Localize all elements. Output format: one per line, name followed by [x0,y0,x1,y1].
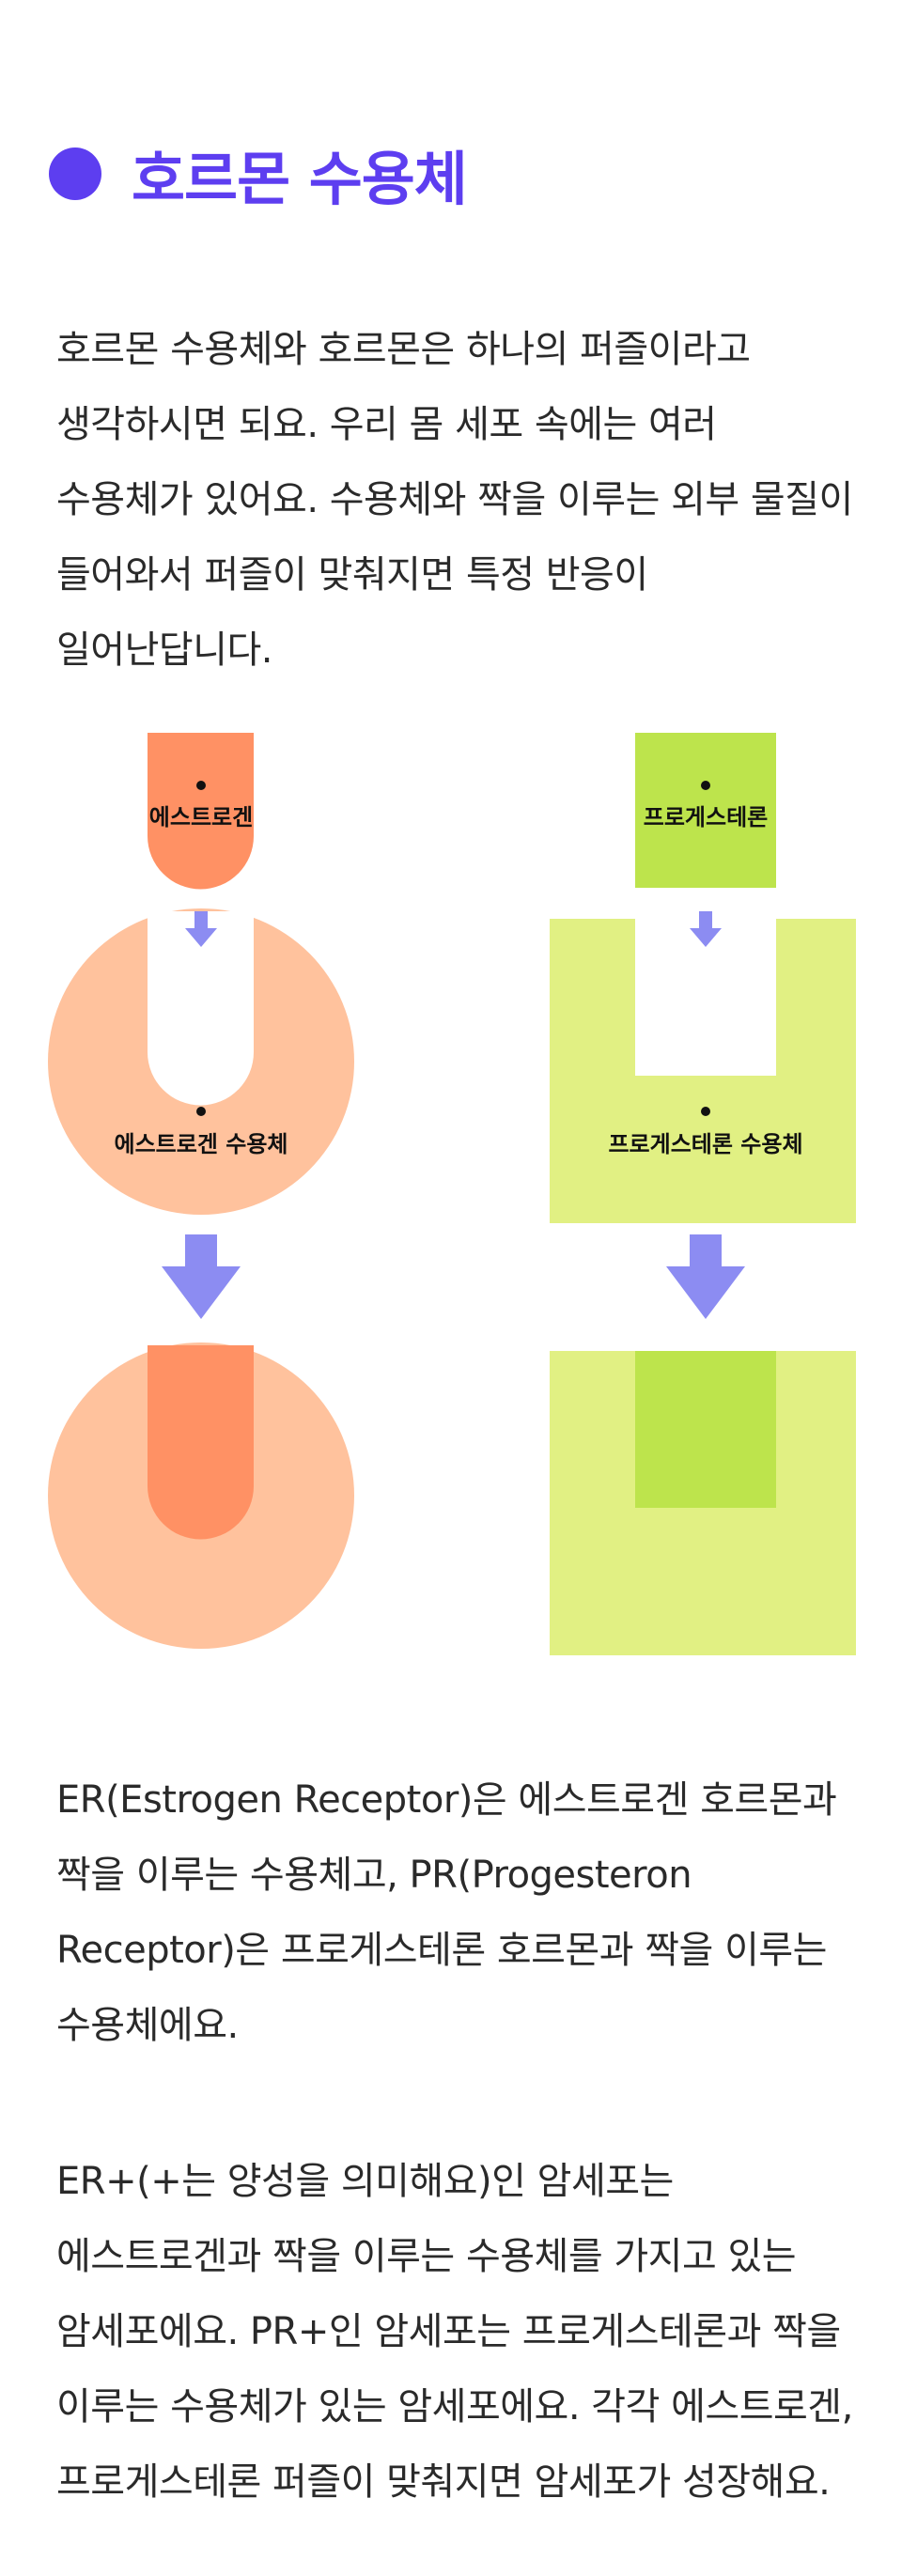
estrogen-receptor-shape [48,908,354,1215]
progesterone-receptor-label: 프로게스테론 수용체 [608,1131,802,1157]
progesterone-shape [635,733,776,888]
estrogen-label: 에스트로겐 [149,804,253,830]
bullet-dot-icon [49,147,101,200]
progesterone-receptor-shape [550,919,856,1223]
estrogen-combined [48,1342,354,1649]
progesterone-label: 프로게스테론 [644,804,768,830]
progesterone-dot [701,781,710,790]
estrogen-receptor-label: 에스트로겐 수용체 [115,1131,288,1157]
progesterone-small-arrow [690,911,722,947]
estrogen-dot [196,781,206,790]
progesterone-combined [550,1351,856,1655]
estrogen-big-arrow [162,1234,241,1319]
section-header: 호르몬 수용체 [49,132,468,216]
estrogen-receptor-dot [196,1107,206,1116]
hormone-receptor-diagram: 에스트로겐 에스트로겐 수용체 프로게스테론 프로게스테론 수용체 [48,733,856,1655]
intro-paragraph: 호르몬 수용체와 호르몬은 하나의 퍼즐이라고 생각하시면 되요. 우리 몸 세… [56,328,853,672]
progesterone-receptor-dot [701,1107,710,1116]
section-title: 호르몬 수용체 [132,145,468,213]
er-pr-positive-description: ER+(+는 양성을 의미해요)인 암세포는 에스트로겐과 짝을 이루는 수용체… [56,2160,853,2504]
progesterone-big-arrow [666,1234,745,1319]
estrogen-shape [148,733,254,890]
er-pr-description: ER(Estrogen Receptor)은 에스트로겐 호르몬과 짝을 이루는… [56,1778,837,2047]
